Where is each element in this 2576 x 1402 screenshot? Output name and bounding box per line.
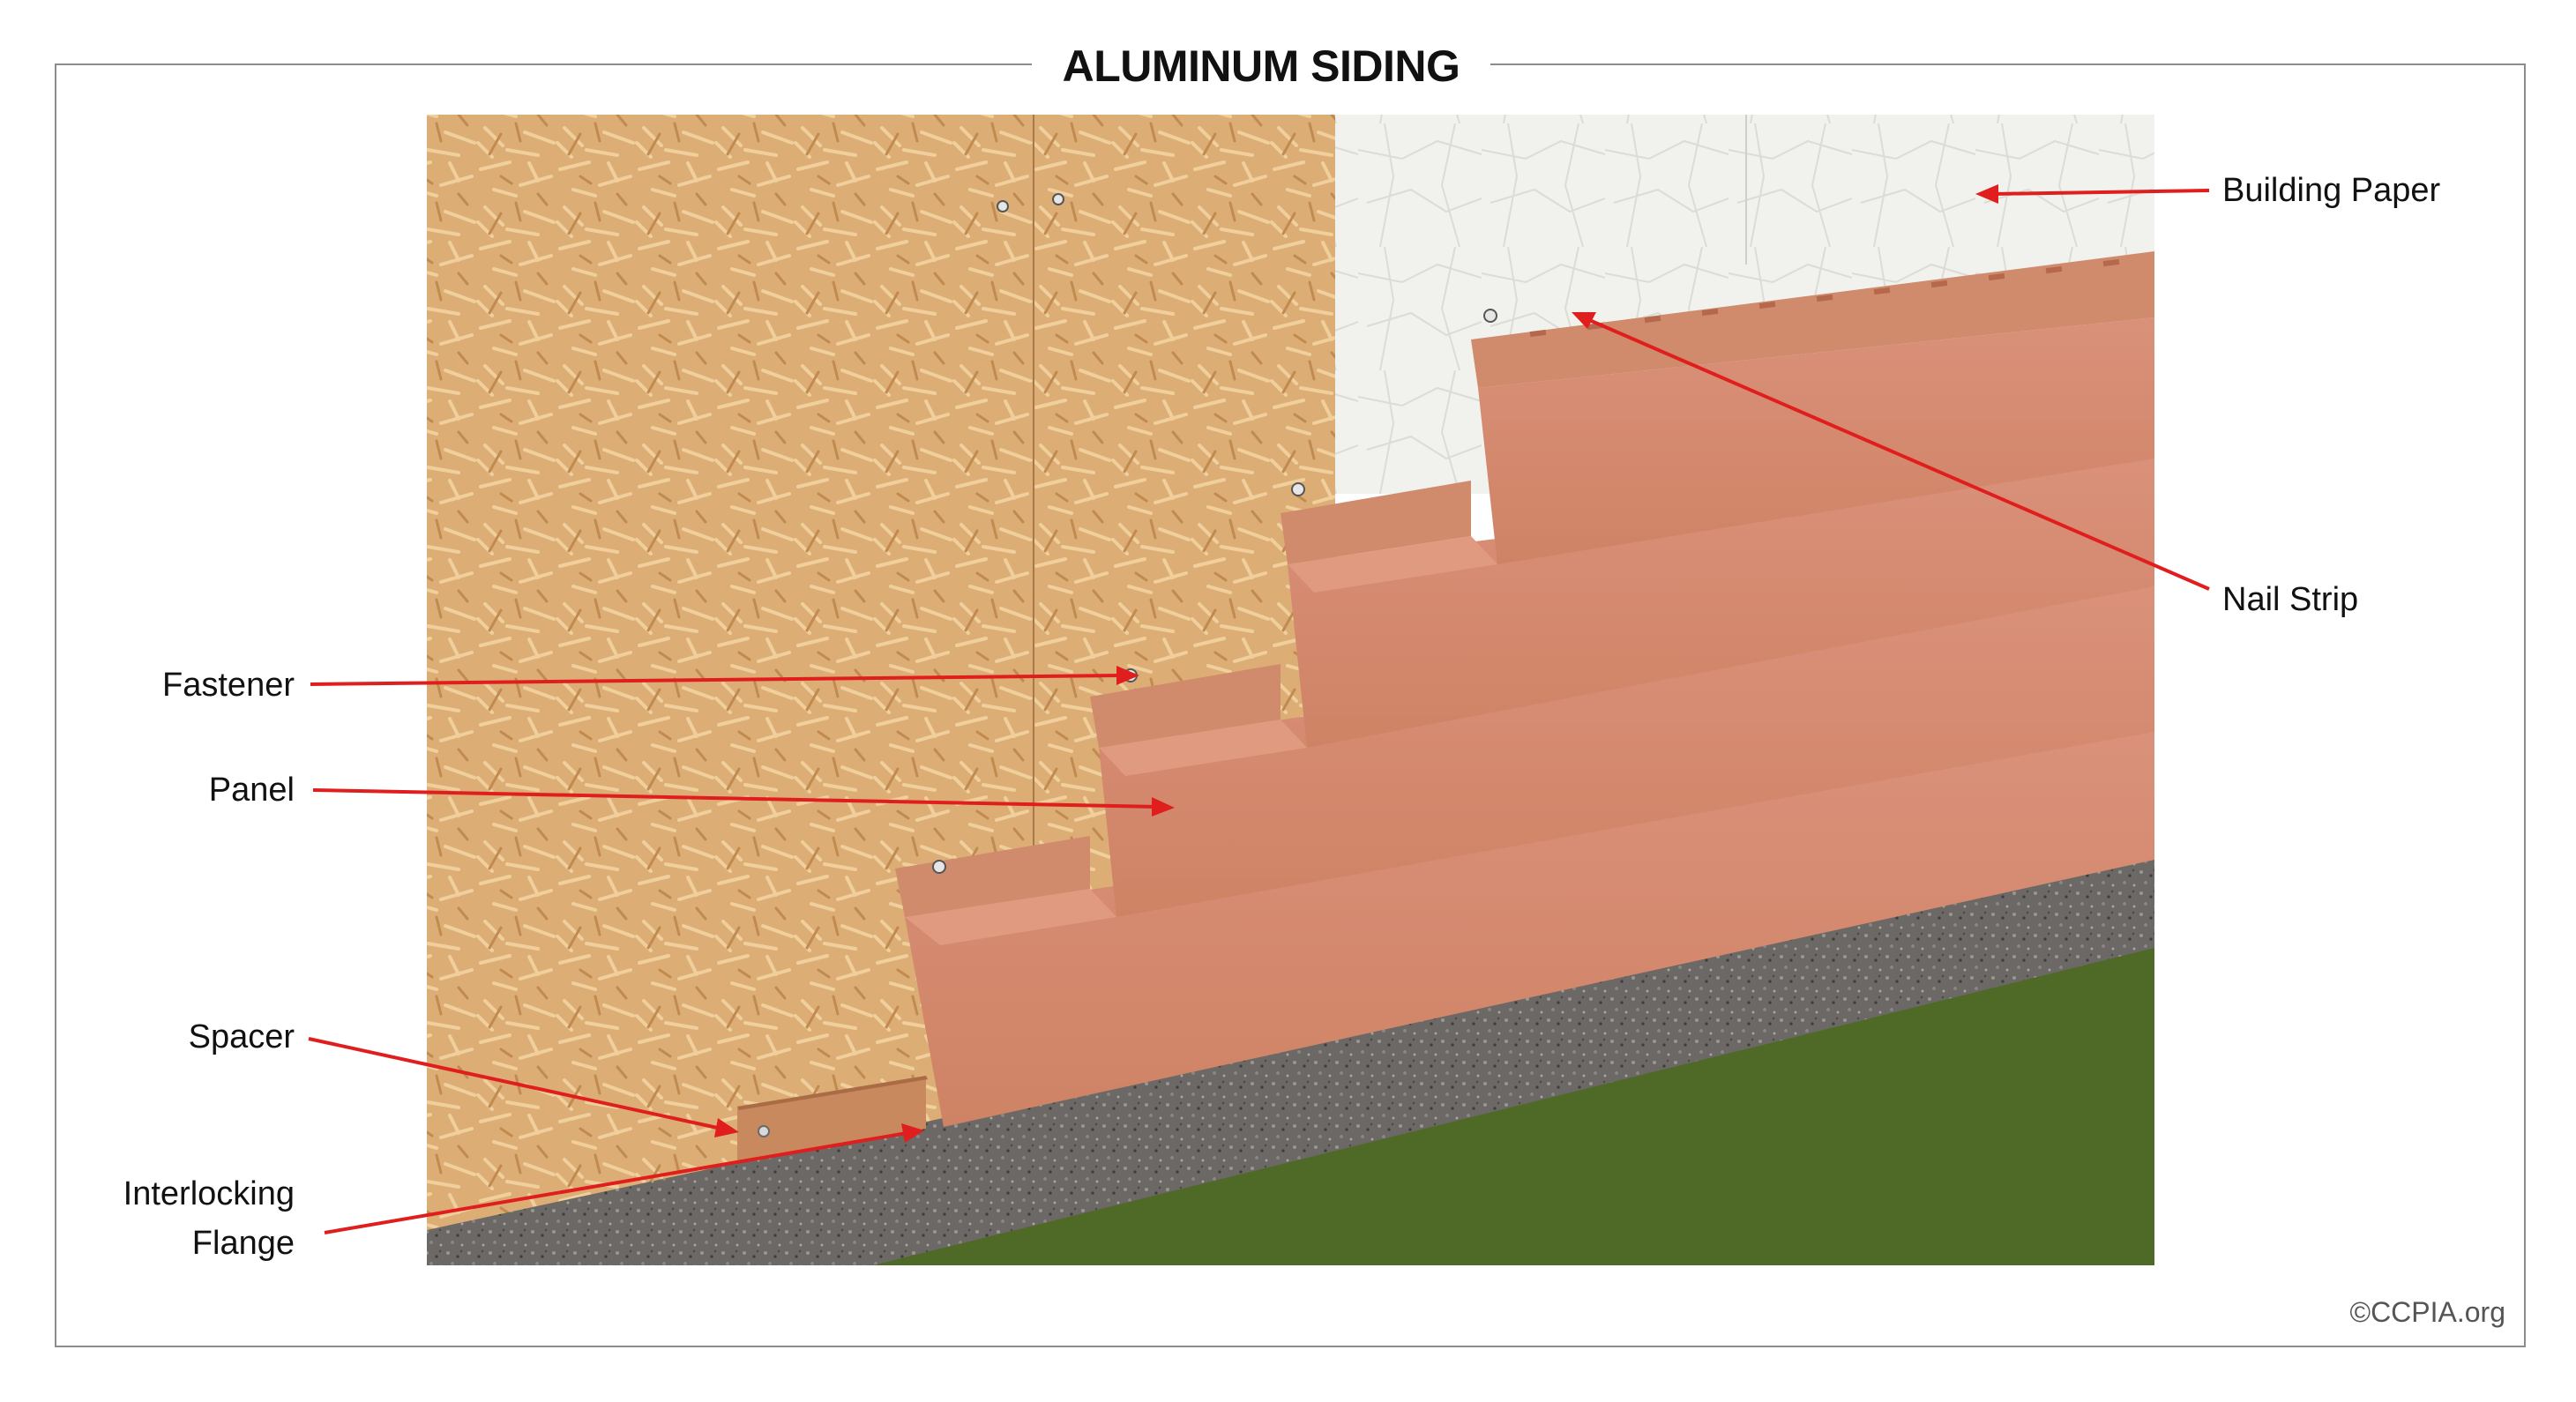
label-panel: Panel [209, 772, 295, 809]
nail-strip-slots [1529, 258, 2120, 338]
fastener-head-icon [932, 860, 946, 874]
label-spacer: Spacer [189, 1018, 295, 1055]
label-building-paper: Building Paper [2222, 172, 2441, 209]
fastener-head-icon [1291, 482, 1305, 496]
siding-panel-2 [1099, 586, 2154, 917]
label-fastener: Fastener [162, 667, 295, 704]
siding-panel-3 [1288, 459, 2154, 748]
leader-arrows [308, 184, 2210, 1234]
label-interlocking: Interlocking [123, 1175, 295, 1212]
siding-panel-1 [905, 732, 2154, 1127]
fastener-head-icon [1483, 309, 1497, 323]
label-flange: Flange [192, 1225, 295, 1262]
grass-ground [873, 948, 2154, 1265]
wood-spacer [737, 1076, 926, 1160]
spacer-nail-icon [758, 1125, 770, 1137]
copyright-text: ©CCPIA.org [2349, 1296, 2505, 1328]
siding-panel-4 [1478, 317, 2154, 564]
label-nail-strip: Nail Strip [2222, 581, 2358, 618]
diagram-title: ALUMINUM SIDING [1032, 35, 1490, 97]
